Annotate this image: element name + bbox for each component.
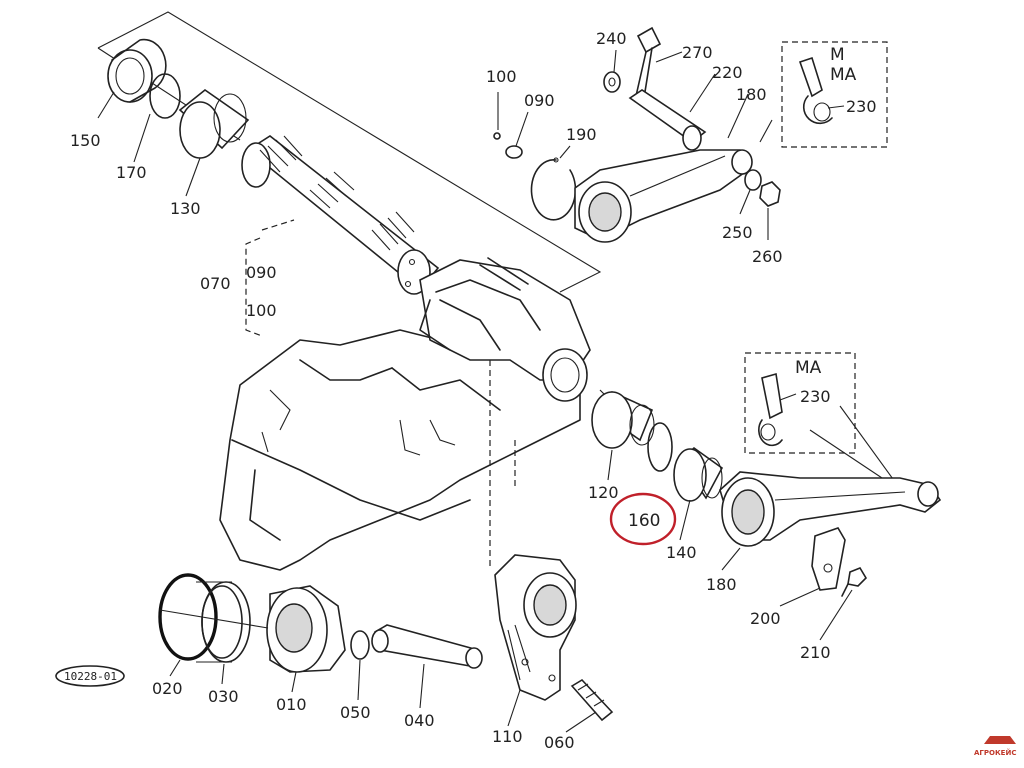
part-010-seal: [159, 585, 346, 673]
label-050: 050: [340, 703, 371, 722]
part-110-arm: [494, 554, 577, 701]
part-190-circlip: [530, 157, 577, 221]
label-230b: 230: [800, 387, 831, 406]
part-020-ring: [158, 573, 218, 661]
part-100-ball: [493, 132, 501, 140]
label-010: 010: [276, 695, 307, 714]
label-210: 210: [800, 643, 831, 662]
part-140-bushing: [673, 446, 724, 502]
part-210-bolt: [841, 567, 868, 597]
option-box-m-ma: M MA: [759, 41, 888, 148]
part-120-bushing: [591, 391, 655, 449]
part-050-oring: [350, 630, 370, 660]
label-170: 170: [116, 163, 147, 182]
highlight-circle-160: [609, 492, 677, 546]
label-270: 270: [682, 43, 713, 62]
drawing-code-badge: 10228-01: [55, 665, 125, 687]
housing: [219, 257, 621, 571]
label-120: 120: [588, 483, 619, 502]
option-box-ma: MA: [744, 352, 901, 491]
label-250: 250: [722, 223, 753, 242]
label-090b: 090: [524, 91, 555, 110]
part-200-plate: [811, 527, 846, 591]
part-160-oring: [647, 422, 673, 472]
label-090a: 090: [246, 263, 277, 282]
label-020: 020: [152, 679, 183, 698]
part-180-arm-top: [574, 149, 753, 243]
part-060-pin: [570, 678, 614, 722]
label-070: 070: [200, 274, 231, 293]
label-150: 150: [70, 131, 101, 150]
watermark-logo: АГРОКЕЙС: [974, 736, 1016, 757]
label-100a: 100: [246, 301, 277, 320]
option-box-line1: M: [830, 45, 845, 65]
label-030: 030: [208, 687, 239, 706]
part-090-pin: [505, 145, 523, 159]
part-180-arm-lower: [719, 471, 942, 547]
label-040: 040: [404, 711, 435, 730]
part-150-bushing: [107, 38, 167, 103]
label-180a: 180: [736, 85, 767, 104]
label-130: 130: [170, 199, 201, 218]
part-170-oring: [149, 73, 181, 119]
part-070-shaft: [241, 135, 440, 295]
watermark-text: АГРОКЕЙС: [974, 748, 1016, 757]
label-060: 060: [544, 733, 575, 752]
part-270-bolt: [635, 26, 662, 99]
label-230a: 230: [846, 97, 877, 116]
label-260: 260: [752, 247, 783, 266]
label-240: 240: [596, 29, 627, 48]
bracket-070: [245, 219, 295, 337]
leader-lines: [97, 49, 853, 733]
part-240-washer: [603, 71, 621, 93]
label-110: 110: [492, 727, 523, 746]
label-190: 190: [566, 125, 597, 144]
part-250-washer: [744, 169, 762, 191]
label-140: 140: [666, 543, 697, 562]
part-030-ring: [196, 581, 251, 663]
part-labels: 150 170 130 070 090 100 100 090 190 240 …: [70, 29, 877, 752]
label-100b: 100: [486, 67, 517, 86]
option-box-mid-line1: MA: [795, 358, 822, 378]
label-160: 160: [628, 511, 660, 531]
label-220: 220: [712, 63, 743, 82]
part-260-nut: [759, 181, 781, 207]
part-040-pin: [371, 624, 483, 669]
option-box-line2: MA: [830, 65, 857, 85]
part-130-bushing: [178, 89, 250, 159]
part-220-pin: [628, 89, 707, 151]
drawing-code: 10228-01: [64, 670, 117, 683]
label-200: 200: [750, 609, 781, 628]
label-180b: 180: [706, 575, 737, 594]
exploded-boundary: [97, 11, 602, 293]
